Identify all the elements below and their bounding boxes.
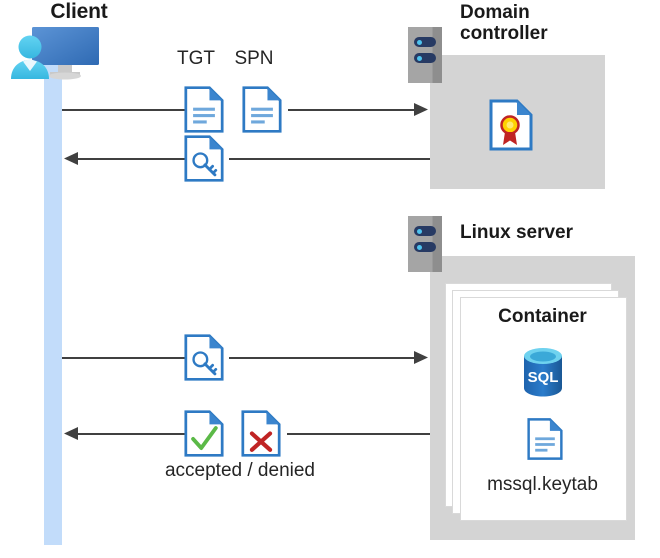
service-ticket-key-document-icon-2 (184, 332, 224, 388)
flow-1-arrowhead-right (414, 102, 430, 123)
linux-server-title: Linux server (460, 222, 573, 243)
accepted-check-document-icon (184, 408, 224, 464)
container-title: Container (498, 306, 587, 327)
denied-cross-document-icon (241, 408, 281, 464)
flow-3-line-left (62, 357, 185, 359)
flow-2-line-right (229, 158, 430, 160)
svg-text:SQL: SQL (528, 369, 559, 386)
flow-4-line-left (76, 433, 185, 435)
flow-4-line-right (287, 433, 430, 435)
flow-2-arrowhead-left (62, 151, 78, 172)
tgt-document-icon (184, 84, 224, 140)
domain-controller-title-line2: controller (460, 23, 548, 45)
flow-4-arrowhead-left (62, 426, 78, 447)
container-card-front (460, 297, 627, 521)
keytab-document-icon (527, 416, 563, 467)
sql-database-icon: SQL (519, 346, 567, 403)
domain-controller-title: Domain controller (460, 2, 620, 45)
client-label: Client (50, 0, 108, 23)
client-lifeline (44, 60, 62, 545)
flow-2-line-left (76, 158, 185, 160)
flow-3-arrowhead-right (414, 350, 430, 371)
domain-controller-title-line1: Domain (460, 2, 530, 23)
domain-controller-server-icon (408, 27, 442, 83)
keytab-label: mssql.keytab (487, 474, 598, 495)
flow-3-line-right (229, 357, 418, 359)
flow-1-line-right (288, 109, 418, 111)
flow-1-line-left (62, 109, 185, 111)
client-monitor-person-icon (8, 24, 118, 82)
spn-document-icon (242, 84, 282, 140)
spn-label: SPN (234, 48, 274, 69)
certificate-document-icon (489, 99, 533, 156)
accepted-denied-label: accepted / denied (164, 460, 315, 481)
tgt-label: TGT (177, 48, 215, 69)
linux-server-server-icon (408, 216, 442, 272)
service-ticket-key-document-icon-1 (184, 133, 224, 189)
